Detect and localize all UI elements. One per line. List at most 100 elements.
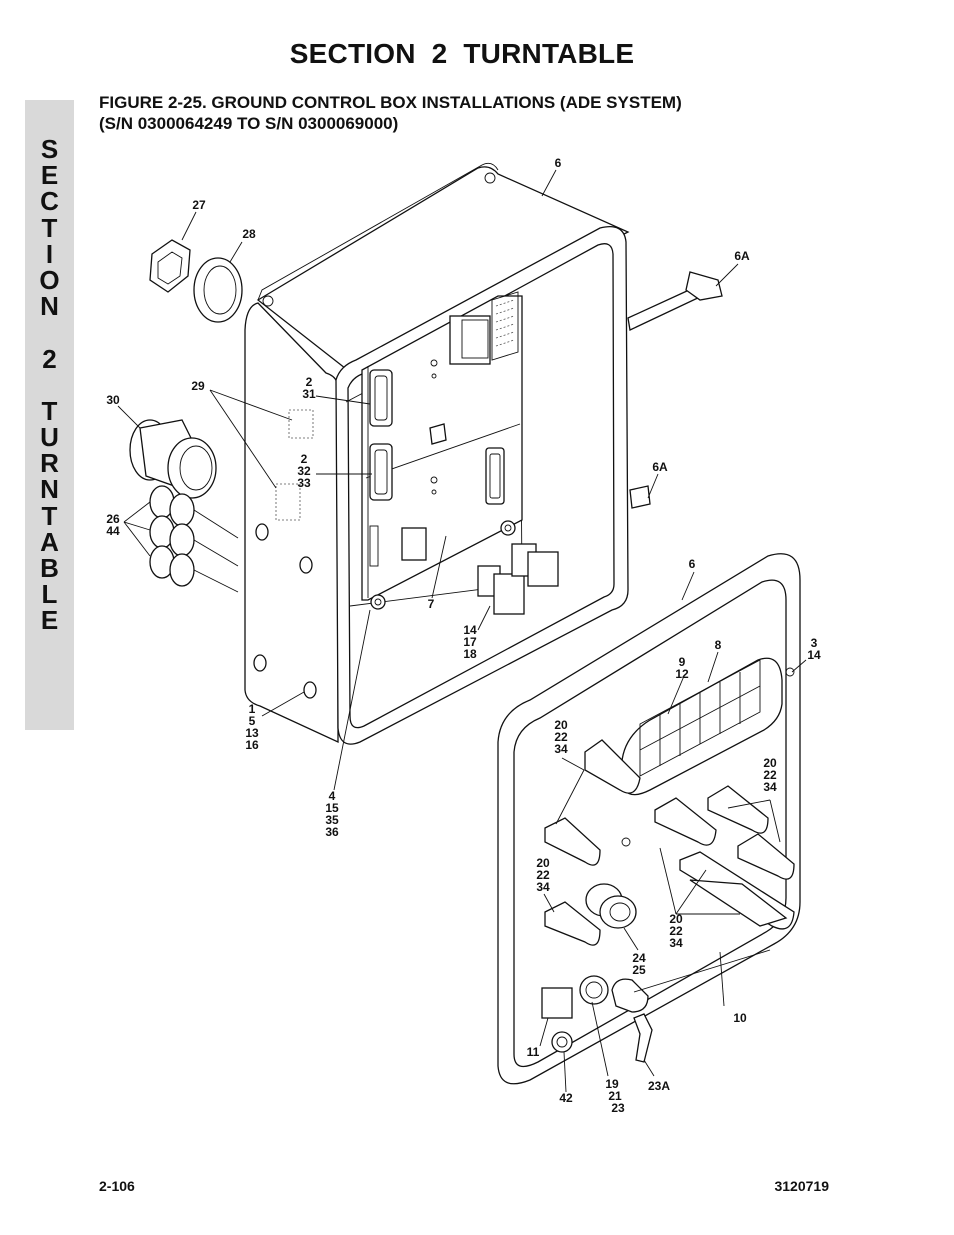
page-number: 2-106 xyxy=(99,1178,135,1194)
callout-line: 25 xyxy=(632,963,646,977)
callout-line: 4 xyxy=(329,789,336,803)
callout-line: 27 xyxy=(192,198,206,212)
callout-line: 24 xyxy=(632,951,646,965)
side-tab-letter: T xyxy=(41,395,58,426)
callout-line: 29 xyxy=(191,379,205,393)
callout-line: 6A xyxy=(652,460,668,474)
callout-line: 34 xyxy=(669,936,683,950)
callout-line: 30 xyxy=(106,393,120,407)
callout-line: 22 xyxy=(763,768,777,782)
callout-line: 7 xyxy=(428,597,435,611)
callout-c10: 10 xyxy=(733,1011,747,1025)
callout-line: 17 xyxy=(463,635,477,649)
cable-glands xyxy=(129,239,243,593)
side-tab-letter: T xyxy=(41,500,58,531)
side-tab-letter: A xyxy=(40,526,59,557)
callout-line: 33 xyxy=(297,476,311,490)
callout-c6a-mid: 6A xyxy=(652,460,668,474)
side-tab-letter: O xyxy=(39,264,60,295)
callout-line: 28 xyxy=(242,227,256,241)
callout-c7: 7 xyxy=(428,597,435,611)
side-tab-letter: U xyxy=(40,422,59,453)
callout-line: 22 xyxy=(669,924,683,938)
callout-line: 14 xyxy=(807,648,821,662)
callout-line: 13 xyxy=(245,726,259,740)
callout-line: 42 xyxy=(559,1091,573,1105)
document-number: 3120719 xyxy=(774,1178,829,1194)
callout-line: 26 xyxy=(106,512,120,526)
leader-lines xyxy=(117,169,807,1093)
callout-c28: 28 xyxy=(242,227,256,241)
callout-line: 34 xyxy=(554,742,568,756)
callout-line: 11 xyxy=(527,1045,540,1059)
figure-title: FIGURE 2-25. GROUND CONTROL BOX INSTALLA… xyxy=(99,92,682,134)
callout-line: 35 xyxy=(325,813,339,827)
callout-line: 22 xyxy=(554,730,568,744)
side-tab-letter: N xyxy=(40,474,59,505)
callout-line: 34 xyxy=(763,780,777,794)
callout-c29: 29 xyxy=(191,379,205,393)
side-tab-letter: I xyxy=(45,238,54,269)
callout-c23a: 23A xyxy=(648,1079,670,1093)
figure-title-line1: FIGURE 2-25. GROUND CONTROL BOX INSTALLA… xyxy=(99,93,682,112)
figure-title-line2: (S/N 0300064249 TO S/N 0300069000) xyxy=(99,114,399,133)
callout-line: 44 xyxy=(106,524,120,538)
side-tab-letter: N xyxy=(40,291,59,322)
callout-line: 14 xyxy=(463,623,477,637)
side-tab-letter: E xyxy=(40,160,59,191)
callout-line: 6 xyxy=(555,156,562,170)
callout-line: 18 xyxy=(463,647,477,661)
callout-line: 15 xyxy=(325,801,339,815)
callout-line: 23A xyxy=(648,1079,670,1093)
side-tab-letter: C xyxy=(40,186,59,217)
callout-c11: 11 xyxy=(527,1045,540,1059)
callout-line: 9 xyxy=(679,655,686,669)
callout-line: 22 xyxy=(536,868,550,882)
side-tab-letter: S xyxy=(40,134,59,164)
callout-line: 23 xyxy=(611,1101,625,1115)
callout-line: 6 xyxy=(689,557,696,571)
side-tab-letter: T xyxy=(41,212,58,243)
callout-line: 6A xyxy=(734,249,750,263)
callout-c42: 42 xyxy=(559,1091,573,1105)
callout-line: 32 xyxy=(297,464,311,478)
callout-line: 10 xyxy=(733,1011,747,1025)
callout-c6-door: 6 xyxy=(689,557,696,571)
callout-line: 5 xyxy=(249,714,256,728)
callout-line: 20 xyxy=(554,718,568,732)
callout-c27: 27 xyxy=(192,198,206,212)
callout-line: 1 xyxy=(249,702,256,716)
callout-c30: 30 xyxy=(106,393,120,407)
callout-c6a-top: 6A xyxy=(734,249,750,263)
callout-c6-top: 6 xyxy=(555,156,562,170)
callout-line: 21 xyxy=(608,1089,622,1103)
side-tab-letter: E xyxy=(40,605,59,636)
callout-line: 19 xyxy=(605,1077,619,1091)
callout-line: 8 xyxy=(715,638,722,652)
callout-line: 20 xyxy=(669,912,683,926)
callout-line: 12 xyxy=(675,667,689,681)
section-title: SECTION 2 TURNTABLE xyxy=(289,38,635,69)
callout-line: 20 xyxy=(763,756,777,770)
keypad-grid xyxy=(639,659,761,777)
callout-line: 2 xyxy=(306,375,313,389)
side-tab-letter: 2 xyxy=(42,343,57,374)
callout-line: 16 xyxy=(245,738,259,752)
callout-c8: 8 xyxy=(715,638,722,652)
callout-line: 2 xyxy=(301,452,308,466)
